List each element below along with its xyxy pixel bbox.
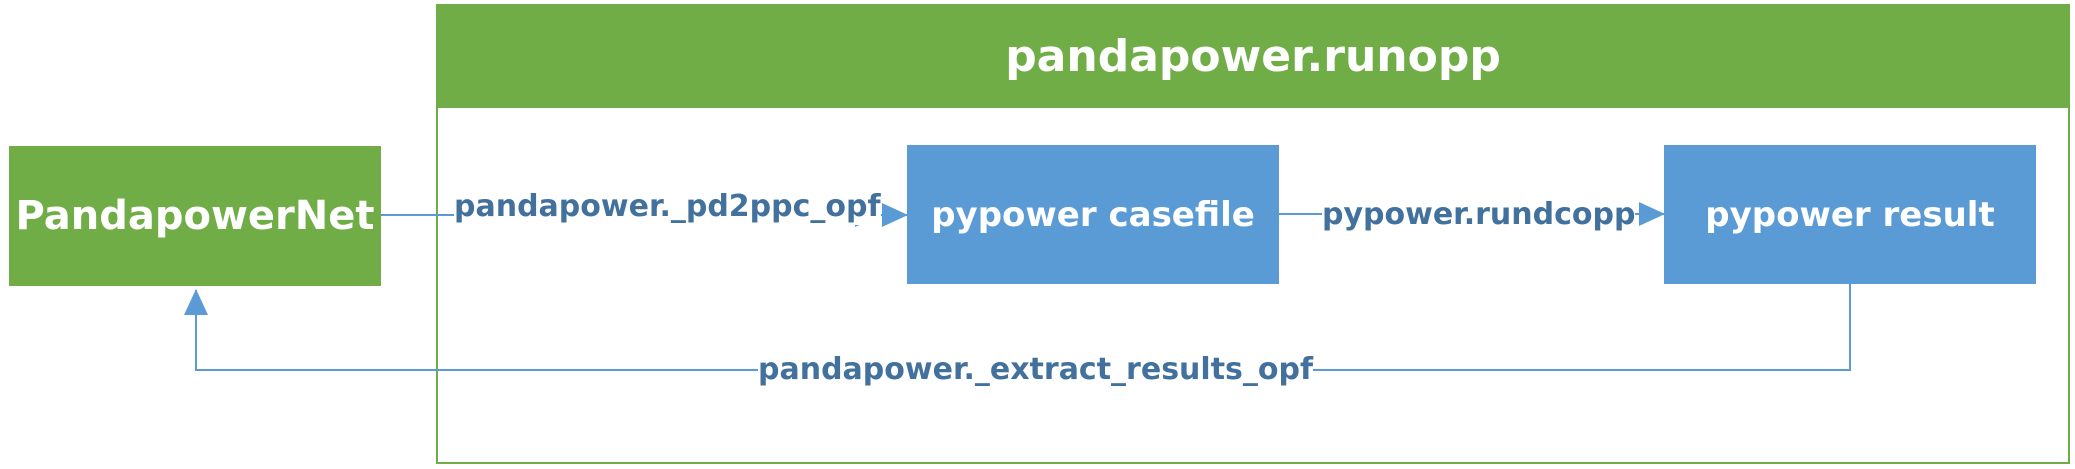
edge-label-pd2ppc: pandapower._pd2ppc_opf xyxy=(454,189,881,225)
edge-label-rundcopp: pypower.rundcopp xyxy=(1322,197,1636,233)
container-title: pandapower.runopp xyxy=(436,4,2070,108)
edge-label-extract: pandapower._extract_results_opf xyxy=(758,352,1314,388)
node-pypower-casefile: pypower casefile xyxy=(907,145,1279,284)
node-pypower-result: pypower result xyxy=(1664,145,2036,284)
node-pandapower-net: PandapowerNet xyxy=(9,146,381,286)
